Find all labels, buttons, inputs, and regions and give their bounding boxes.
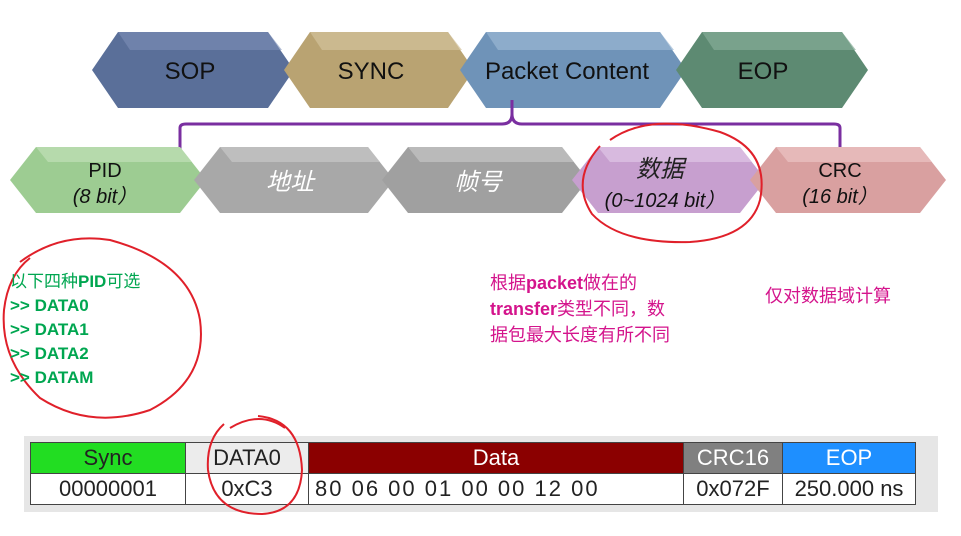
data-bits-label: (0~1024 bit） (605, 189, 726, 212)
packet-note-line1: 根据packet做在的 (490, 273, 638, 293)
packet-note-line3: 据包最大长度有所不同 (490, 325, 670, 345)
trace-value-crc: 0x072F (683, 473, 783, 505)
trace-value-pid: 0xC3 (185, 473, 309, 505)
crc-block (750, 147, 946, 213)
sop-block-top (118, 32, 282, 50)
top-row: SOP SYNC Packet Content EOP (92, 32, 868, 108)
pid-options-title: 以下四种PID可选 (10, 272, 141, 291)
red-circle-data (581, 122, 763, 244)
pid-block-top (36, 147, 192, 162)
trace-value-data: 80 06 00 01 00 00 12 00 (308, 473, 684, 505)
frame-number-label: 帧号 (454, 169, 504, 196)
trace-header-eop: EOP (782, 442, 916, 474)
sync-block-top (310, 32, 462, 50)
packet-content-brace (178, 100, 842, 158)
eop-block-top (702, 32, 856, 50)
sync-label: SYNC (338, 58, 405, 85)
pid-block (10, 147, 206, 213)
bottom-row: PID (8 bit） 地址 帧号 数据 (0~1024 bit） CRC (1… (10, 147, 946, 213)
trace-value-sync: 00000001 (30, 473, 186, 505)
red-circle-pid-options (2, 237, 202, 419)
trace-header-crc: CRC16 (683, 442, 783, 474)
trace-header-row: Sync DATA0 Data CRC16 EOP (30, 442, 916, 474)
trace-value-eop: 250.000 ns (782, 473, 916, 505)
sop-block (92, 32, 294, 108)
data-block-top (598, 147, 752, 162)
packet-note-line2: transfer类型不同，数 (490, 299, 666, 319)
sop-label: SOP (165, 58, 216, 85)
frame-number-block (382, 147, 588, 213)
packet-content-label: Packet Content (485, 58, 649, 85)
pid-option-data2: >> DATA2 (10, 344, 89, 363)
data-block (572, 147, 766, 213)
pid-option-data0: >> DATA0 (10, 296, 89, 315)
packet-content-block (460, 32, 686, 108)
crc-scope-text: 仅对数据域计算 (765, 286, 891, 306)
frame-number-block-top (408, 147, 574, 162)
trace-header-pid: DATA0 (185, 442, 309, 474)
data-label: 数据 (636, 156, 687, 183)
packet-content-block-top (486, 32, 674, 50)
usb-packet-diagram: SOP SYNC Packet Content EOP PID (8 bit） … (2, 32, 946, 429)
packet-length-note: 根据packet做在的 transfer类型不同，数 据包最大长度有所不同 (490, 270, 730, 348)
address-label: 地址 (266, 169, 316, 196)
crc-bits-label: (16 bit） (802, 185, 878, 208)
crc-scope-note: 仅对数据域计算 (765, 284, 891, 308)
pid-options-note: 以下四种PID可选 >> DATA0 >> DATA1 >> DATA2 >> … (10, 270, 140, 390)
pid-option-datam: >> DATAM (10, 368, 94, 387)
eop-label: EOP (738, 58, 789, 85)
pid-option-data1: >> DATA1 (10, 320, 89, 339)
pid-bits-label: (8 bit） (73, 185, 137, 208)
packet-trace-table: Sync DATA0 Data CRC16 EOP 00000001 0xC3 … (30, 442, 916, 505)
address-block (194, 147, 394, 213)
crc-label: CRC (818, 160, 861, 182)
address-block-top (220, 147, 380, 162)
trace-header-sync: Sync (30, 442, 186, 474)
eop-block (676, 32, 868, 108)
red-circle-data0 (229, 418, 286, 429)
packet-trace: Sync DATA0 Data CRC16 EOP 00000001 0xC3 … (24, 436, 938, 512)
crc-block-top (776, 147, 932, 162)
trace-value-row: 00000001 0xC3 80 06 00 01 00 00 12 00 0x… (30, 473, 916, 505)
sync-block (284, 32, 474, 108)
pid-label: PID (88, 160, 121, 182)
trace-header-data: Data (308, 442, 684, 474)
